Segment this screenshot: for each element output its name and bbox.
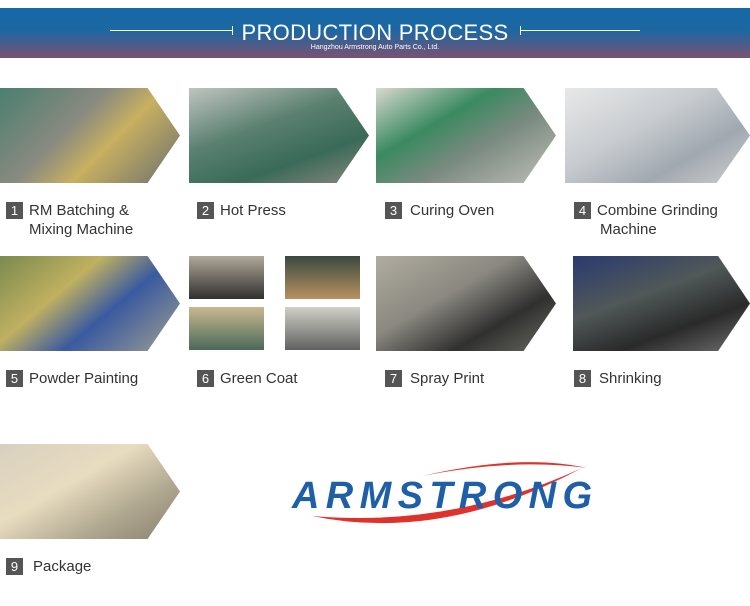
step-number: 9 xyxy=(6,558,23,575)
photo-powder-painting xyxy=(0,256,180,351)
svg-text:ARMSTRONG: ARMSTRONG xyxy=(291,475,592,517)
step-number: 5 xyxy=(6,370,23,387)
photo-spray-print xyxy=(376,256,556,351)
photo-combine-grinding xyxy=(565,88,750,183)
photo-curing-oven xyxy=(376,88,556,183)
photo-hot-press xyxy=(189,88,369,183)
photo-green-coat-4 xyxy=(285,307,360,350)
photo-rm-batching xyxy=(0,88,180,183)
step-number: 4 xyxy=(574,202,591,219)
divider xyxy=(110,30,232,31)
step-number: 3 xyxy=(385,202,402,219)
photo-green-coat-2 xyxy=(285,256,360,299)
page-title: PRODUCTION PROCESS xyxy=(241,20,509,45)
step-number: 7 xyxy=(385,370,402,387)
photo-package xyxy=(0,444,180,539)
step-number: 1 xyxy=(6,202,23,219)
armstrong-logo: ARMSTRONG xyxy=(291,462,592,524)
divider xyxy=(232,26,233,35)
photo-shrinking xyxy=(573,256,750,351)
photo-green-coat-1 xyxy=(189,256,264,299)
divider xyxy=(520,30,640,31)
header-banner: PRODUCTION PROCESS Hangzhou Armstrong Au… xyxy=(0,8,750,58)
step-number: 8 xyxy=(574,370,591,387)
company-subtitle: Hangzhou Armstrong Auto Parts Co., Ltd. xyxy=(310,44,440,51)
photo-green-coat-3 xyxy=(189,307,264,350)
step-number: 2 xyxy=(197,202,214,219)
step-number: 6 xyxy=(197,370,214,387)
